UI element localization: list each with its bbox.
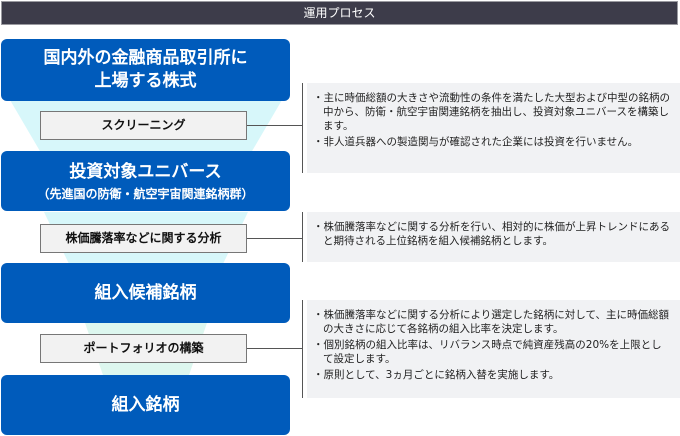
stage-title: 国内外の金融商品取引所に (43, 48, 248, 68)
note-item: ・原則として、3ヵ月ごとに銘柄入替を実施します。 (313, 369, 560, 381)
section-title: 運用プロセス (303, 6, 376, 20)
note-item: ・株価騰落率などに関する分析により選定した銘柄に対して、主に時価総額の大きさに応… (313, 309, 669, 335)
step-portfolio-construction: ポートフォリオの構築 (40, 334, 247, 363)
section-header: 運用プロセス (1, 1, 678, 25)
bracket-line (302, 83, 303, 173)
stage-subtitle: （先進国の防衛・航空宇宙関連銘柄群） (37, 186, 254, 201)
note-portfolio: ・株価騰落率などに関する分析により選定した銘柄に対して、主に時価総額の大きさに応… (307, 300, 680, 398)
step-performance-analysis: 株価騰落率などに関する分析 (40, 224, 247, 253)
stage-listed-stocks: 国内外の金融商品取引所に 上場する株式 (1, 39, 290, 101)
connector-line (247, 125, 303, 126)
note-screening: ・主に時価総額の大きさや流動性の条件を満たした大型および中型の銘柄の中から、防衛… (307, 83, 680, 173)
note-analysis: ・株価騰落率などに関する分析を行い、相対的に株価が上昇トレンドにあると期待される… (307, 212, 680, 262)
stage-title: 上場する株式 (94, 71, 197, 91)
connector-line (247, 348, 303, 349)
stage-investment-universe: 投資対象ユニバース （先進国の防衛・航空宇宙関連銘柄群） (1, 151, 290, 211)
note-item: ・主に時価総額の大きさや流動性の条件を満たした大型および中型の銘柄の中から、防衛… (313, 92, 670, 132)
step-screening: スクリーニング (40, 111, 247, 140)
stage-title: 組入銘柄 (111, 394, 180, 415)
stage-candidate-stocks: 組入候補銘柄 (1, 263, 290, 323)
note-item: ・非人道兵器への製造関与が確認された企業には投資を行いません。 (313, 136, 639, 148)
note-item: ・個別銘柄の組入比率は、リバランス時点で純資産残高の20%を上限として設定します… (313, 339, 662, 365)
stage-title: 投資対象ユニバース (69, 161, 222, 182)
stage-title: 組入候補銘柄 (94, 282, 197, 303)
bracket-line (302, 212, 303, 262)
bracket-line (302, 300, 303, 398)
stage-portfolio-stocks: 組入銘柄 (1, 375, 290, 435)
connector-line (247, 238, 303, 239)
note-item: ・株価騰落率などに関する分析を行い、相対的に株価が上昇トレンドにあると期待される… (313, 221, 670, 247)
